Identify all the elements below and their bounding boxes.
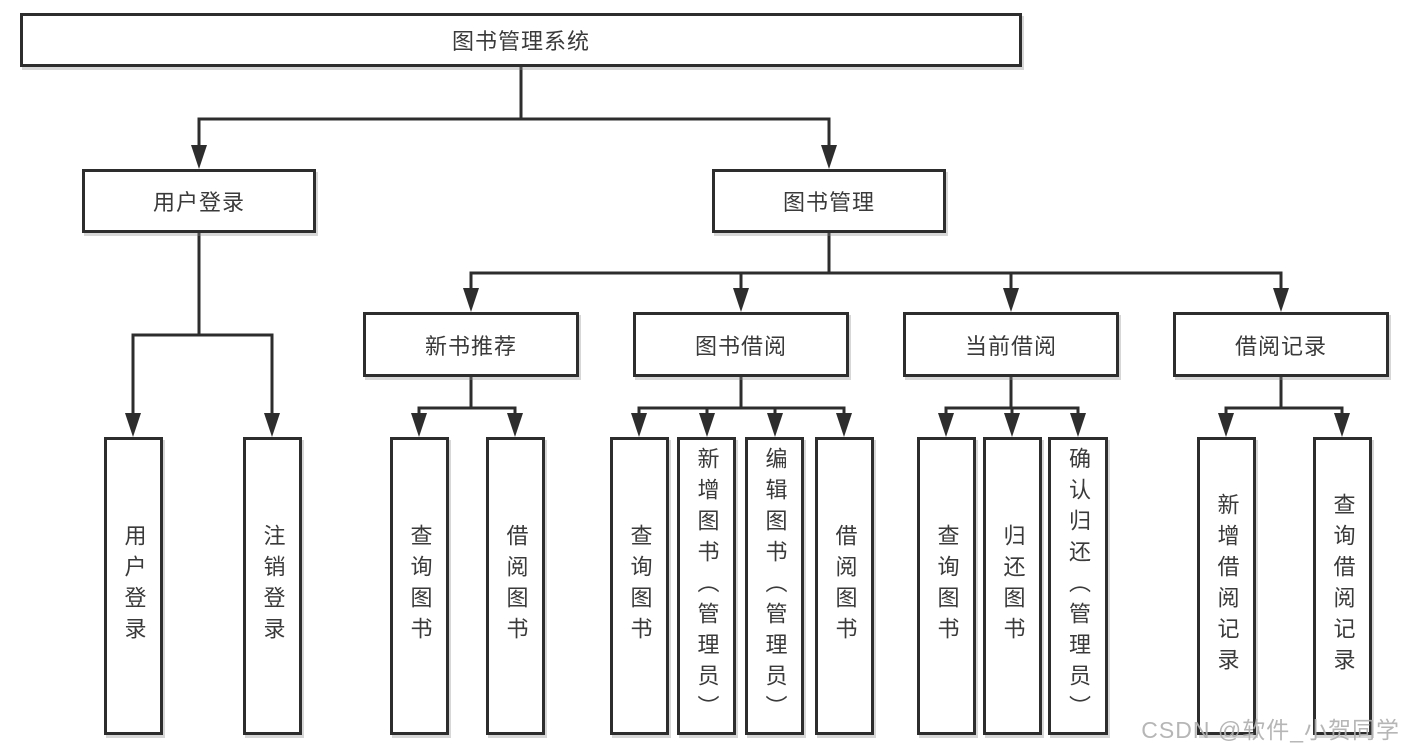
leaf-add-book-admin: 新增图书（管理员）	[677, 437, 736, 735]
leaf-label: 借阅图书	[503, 524, 529, 648]
leaf-label: 查询图书	[407, 524, 433, 648]
leaf-label: 确认归还（管理员）	[1066, 446, 1091, 726]
leaf-label: 查询图书	[627, 524, 653, 648]
leaf-return-book: 归还图书	[983, 437, 1042, 735]
node-user-login: 用户登录	[82, 169, 316, 233]
leaf-query-borrow-record: 查询借阅记录	[1313, 437, 1372, 735]
leaf-query-books-3: 查询图书	[917, 437, 976, 735]
leaf-label: 新增图书（管理员）	[694, 446, 720, 726]
leaf-label: 新增借阅记录	[1214, 493, 1240, 679]
leaf-query-books-2: 查询图书	[610, 437, 669, 735]
node-new-book-recommend: 新书推荐	[363, 312, 579, 377]
node-root: 图书管理系统	[20, 13, 1022, 67]
leaf-borrow-books-2: 借阅图书	[815, 437, 874, 735]
leaf-confirm-return-admin: 确认归还（管理员）	[1048, 437, 1108, 735]
leaf-logout: 注销登录	[243, 437, 302, 735]
leaf-borrow-books-1: 借阅图书	[486, 437, 545, 735]
leaf-label: 用户登录	[121, 524, 147, 648]
leaf-label: 查询图书	[934, 524, 960, 648]
node-borrow-records: 借阅记录	[1173, 312, 1389, 377]
watermark: CSDN @软件_小贺同学	[1141, 717, 1400, 743]
leaf-label: 注销登录	[260, 524, 286, 648]
leaf-query-books-1: 查询图书	[390, 437, 449, 735]
node-current-borrow: 当前借阅	[903, 312, 1119, 377]
leaf-edit-book-admin: 编辑图书（管理员）	[745, 437, 804, 735]
leaf-label: 借阅图书	[832, 524, 858, 648]
leaf-label: 查询借阅记录	[1330, 493, 1356, 679]
leaf-label: 编辑图书（管理员）	[762, 446, 788, 726]
leaf-label: 归还图书	[1000, 524, 1026, 648]
node-book-borrow: 图书借阅	[633, 312, 849, 377]
node-book-management: 图书管理	[712, 169, 946, 233]
leaf-add-borrow-record: 新增借阅记录	[1197, 437, 1256, 735]
leaf-user-login: 用户登录	[104, 437, 163, 735]
